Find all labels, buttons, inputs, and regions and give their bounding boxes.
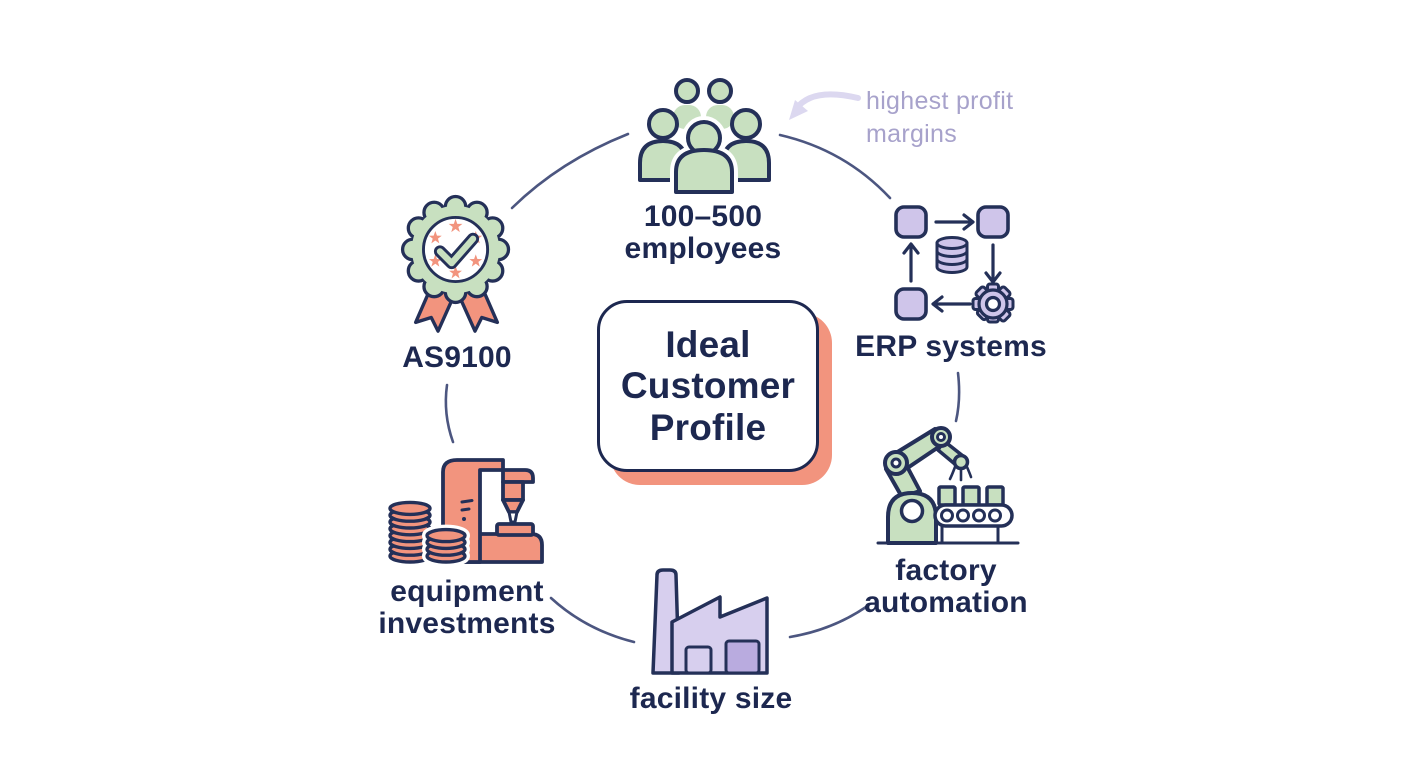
certification-badge-icon <box>400 194 511 333</box>
coin-stack-tall <box>388 500 432 564</box>
checkmark-icon <box>433 232 480 270</box>
gear-icon <box>971 282 1015 324</box>
label-employees-line-1: 100–500 <box>643 200 763 233</box>
robot-arm-icon <box>876 426 1020 545</box>
page-title: Ideal Customer Profile <box>621 324 795 448</box>
annotation-line-2: margins <box>866 119 958 148</box>
arc-erp-automation <box>954 371 961 423</box>
factory-building-icon <box>651 568 769 675</box>
title-line-3: Profile <box>649 406 767 448</box>
label-equipment-line-2: investments <box>378 607 556 641</box>
label-as9100-line-1: AS9100 <box>402 341 512 374</box>
erp-flow-icon <box>894 205 1015 324</box>
label-equipment: equipment investments <box>378 575 556 641</box>
people-group-icon <box>638 78 771 198</box>
label-factory-automation: factory automation <box>864 554 1028 620</box>
label-employees: 100–500 employees <box>624 200 782 266</box>
arc-facility-automation <box>788 605 868 639</box>
label-automation-line-1: factory <box>895 554 997 587</box>
annotation-text: highest profit margins <box>866 85 1013 150</box>
label-employees-line-2: employees <box>624 232 782 266</box>
annotation-arrow-icon <box>789 91 861 120</box>
arc-as9100-equipment <box>444 383 455 444</box>
label-automation-line-2: automation <box>864 586 1028 620</box>
arc-as9100-employees <box>510 132 630 210</box>
arc-employees-erp <box>778 133 892 200</box>
label-erp-line-1: ERP systems <box>855 330 1047 363</box>
label-facility-size: facility size <box>629 682 793 715</box>
title-line-2: Customer <box>620 365 796 407</box>
title-line-1: Ideal <box>665 323 751 365</box>
annotation-line-1: highest profit <box>866 87 1014 115</box>
coin-stack-short <box>422 524 470 567</box>
label-equipment-line-1: equipment <box>390 575 544 608</box>
machine-coins-icon <box>388 458 544 567</box>
label-facility-line-1: facility size <box>629 682 793 715</box>
label-erp-systems: ERP systems <box>855 330 1047 363</box>
center-card: Ideal Customer Profile <box>597 300 819 472</box>
arc-equipment-facility <box>549 596 636 644</box>
label-as9100: AS9100 <box>402 341 512 374</box>
